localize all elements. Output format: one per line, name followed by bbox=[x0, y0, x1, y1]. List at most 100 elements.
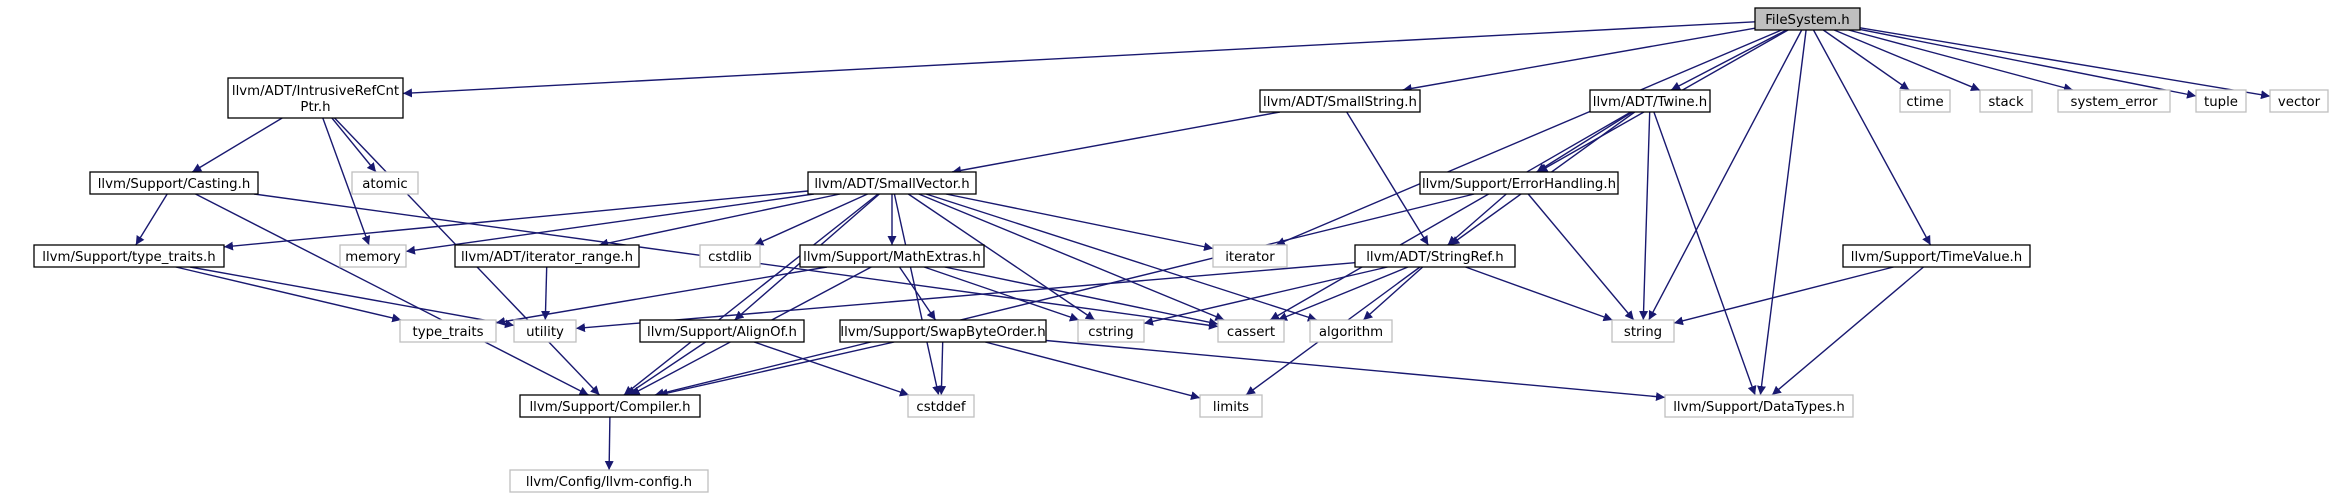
node-mathextras[interactable]: llvm/Support/MathExtras.h bbox=[799, 244, 985, 268]
node-stringref[interactable]: llvm/ADT/StringRef.h bbox=[1354, 244, 1516, 268]
edge-smallvector-to-iterrange bbox=[598, 193, 841, 248]
node-errorhandling[interactable]: llvm/Support/ErrorHandling.h bbox=[1419, 171, 1619, 195]
node-box bbox=[1199, 394, 1263, 418]
edge-typetraits_h-to-type_traits bbox=[175, 266, 402, 323]
edge-filesystem-to-timevalue bbox=[1812, 29, 1932, 246]
node-box bbox=[513, 319, 577, 343]
edge-smallvector-to-cstddef bbox=[893, 193, 942, 396]
edge-errorhandling-to-string bbox=[1527, 193, 1635, 321]
node-box bbox=[1259, 89, 1421, 113]
node-llvmconfig: llvm/Config/llvm-config.h bbox=[509, 469, 709, 493]
node-box bbox=[2057, 89, 2171, 113]
node-label: llvm/Support/ErrorHandling.h bbox=[1422, 177, 1616, 192]
edge-mathextras-to-cassert bbox=[944, 266, 1219, 327]
node-label: llvm/ADT/SmallString.h bbox=[1263, 95, 1417, 110]
node-box bbox=[799, 244, 985, 268]
node-twine[interactable]: llvm/ADT/Twine.h bbox=[1589, 89, 1711, 113]
node-label: llvm/ADT/SmallVector.h bbox=[814, 177, 969, 192]
node-swapbyte[interactable]: llvm/Support/SwapByteOrder.h bbox=[839, 319, 1047, 343]
edge-smallvector-to-memory bbox=[405, 193, 814, 255]
node-box bbox=[1664, 394, 1854, 418]
node-cassert: cassert bbox=[1217, 319, 1285, 343]
node-box bbox=[807, 171, 977, 195]
node-iterator: iterator bbox=[1212, 244, 1288, 268]
node-label: utility bbox=[526, 325, 564, 340]
node-label: llvm/Support/AlignOf.h bbox=[647, 325, 797, 340]
edge-filesystem-to-stack bbox=[1833, 29, 1981, 92]
node-label: llvm/Support/TimeValue.h bbox=[1851, 250, 2022, 265]
edge-casting-to-compiler bbox=[195, 193, 589, 396]
edge-intrusive-to-atomic bbox=[331, 117, 377, 173]
node-box bbox=[519, 394, 701, 418]
node-label: llvm/Support/MathExtras.h bbox=[803, 250, 981, 265]
node-label: cstddef bbox=[916, 400, 966, 415]
node-label: llvm/Support/type_traits.h bbox=[42, 250, 215, 265]
edge-twine-to-datatypes bbox=[1653, 111, 1757, 396]
node-typetraits-h[interactable]: llvm/Support/type_traits.h bbox=[33, 244, 225, 268]
node-system-error: system_error bbox=[2057, 89, 2171, 113]
node-cstdlib: cstdlib bbox=[699, 244, 761, 268]
node-box bbox=[1611, 319, 1675, 343]
node-label: vector bbox=[2278, 95, 2321, 110]
edge-stringref-to-string bbox=[1465, 266, 1613, 322]
node-box bbox=[1077, 319, 1145, 343]
edge-filesystem-to-twine bbox=[1670, 29, 1787, 91]
edge-stringref-to-algorithm bbox=[1362, 266, 1424, 321]
node-label: llvm/Support/SwapByteOrder.h bbox=[840, 325, 1045, 340]
edge-compiler-to-llvmconfig bbox=[604, 416, 614, 471]
node-box bbox=[339, 244, 407, 268]
node-label: Ptr.h bbox=[300, 100, 330, 115]
node-algorithm: algorithm bbox=[1309, 319, 1393, 343]
node-box bbox=[1842, 244, 2031, 268]
nodes-layer: FileSystem.h llvm/ADT/IntrusiveRefCntPtr.… bbox=[33, 7, 2329, 493]
edge-smallstring-to-stringref bbox=[1346, 111, 1429, 246]
node-atomic: atomic bbox=[351, 171, 419, 195]
node-compiler[interactable]: llvm/Support/Compiler.h bbox=[519, 394, 701, 418]
edge-swapbyte-to-limits bbox=[985, 341, 1201, 400]
node-box bbox=[1754, 7, 1861, 31]
node-label: stack bbox=[1988, 95, 2024, 110]
edge-smallvector-to-compiler bbox=[623, 193, 879, 396]
node-label: atomic bbox=[362, 177, 407, 192]
node-box bbox=[89, 171, 259, 195]
node-alignof[interactable]: llvm/Support/AlignOf.h bbox=[639, 319, 805, 343]
edge-alignof-to-cstddef bbox=[753, 341, 910, 397]
edge-intrusive-to-memory bbox=[322, 117, 371, 246]
edge-mathextras-to-cstring bbox=[923, 266, 1080, 322]
node-box bbox=[699, 244, 761, 268]
edge-swapbyte-to-compiler bbox=[658, 341, 895, 398]
node-tuple: tuple bbox=[2195, 89, 2247, 113]
node-box bbox=[454, 244, 640, 268]
node-box bbox=[1419, 171, 1619, 195]
node-filesystem[interactable]: FileSystem.h bbox=[1754, 7, 1861, 31]
edge-iterrange-to-utility bbox=[541, 266, 551, 321]
edge-smallvector-to-iterator bbox=[945, 193, 1214, 252]
node-label: system_error bbox=[2071, 95, 2158, 110]
node-smallstring[interactable]: llvm/ADT/SmallString.h bbox=[1259, 89, 1421, 113]
node-datatypes: llvm/Support/DataTypes.h bbox=[1664, 394, 1854, 418]
node-box bbox=[1589, 89, 1711, 113]
edge-smallstring-to-smallvector bbox=[951, 111, 1281, 175]
node-box bbox=[351, 171, 419, 195]
edge-timevalue-to-string bbox=[1673, 266, 1894, 326]
edge-swapbyte-to-cstddef bbox=[937, 341, 947, 396]
node-box bbox=[509, 469, 709, 493]
node-iterrange[interactable]: llvm/ADT/iterator_range.h bbox=[454, 244, 640, 268]
edge-mathextras-to-swapbyte bbox=[898, 266, 937, 321]
node-type-traits: type_traits bbox=[399, 319, 497, 343]
node-box bbox=[1309, 319, 1393, 343]
node-timevalue[interactable]: llvm/Support/TimeValue.h bbox=[1842, 244, 2031, 268]
node-smallvector[interactable]: llvm/ADT/SmallVector.h bbox=[807, 171, 977, 195]
edge-stringref-to-utility bbox=[575, 262, 1356, 333]
node-box bbox=[1217, 319, 1285, 343]
edge-filesystem-to-iterator bbox=[1275, 29, 1782, 246]
node-label: algorithm bbox=[1319, 325, 1383, 340]
node-label: cstring bbox=[1088, 325, 1133, 340]
node-casting[interactable]: llvm/Support/Casting.h bbox=[89, 171, 259, 195]
edge-filesystem-to-ctime bbox=[1822, 29, 1910, 91]
node-label: llvm/Config/llvm-config.h bbox=[526, 475, 692, 490]
node-label: llvm/Support/Casting.h bbox=[98, 177, 251, 192]
node-box bbox=[2195, 89, 2247, 113]
node-limits: limits bbox=[1199, 394, 1263, 418]
